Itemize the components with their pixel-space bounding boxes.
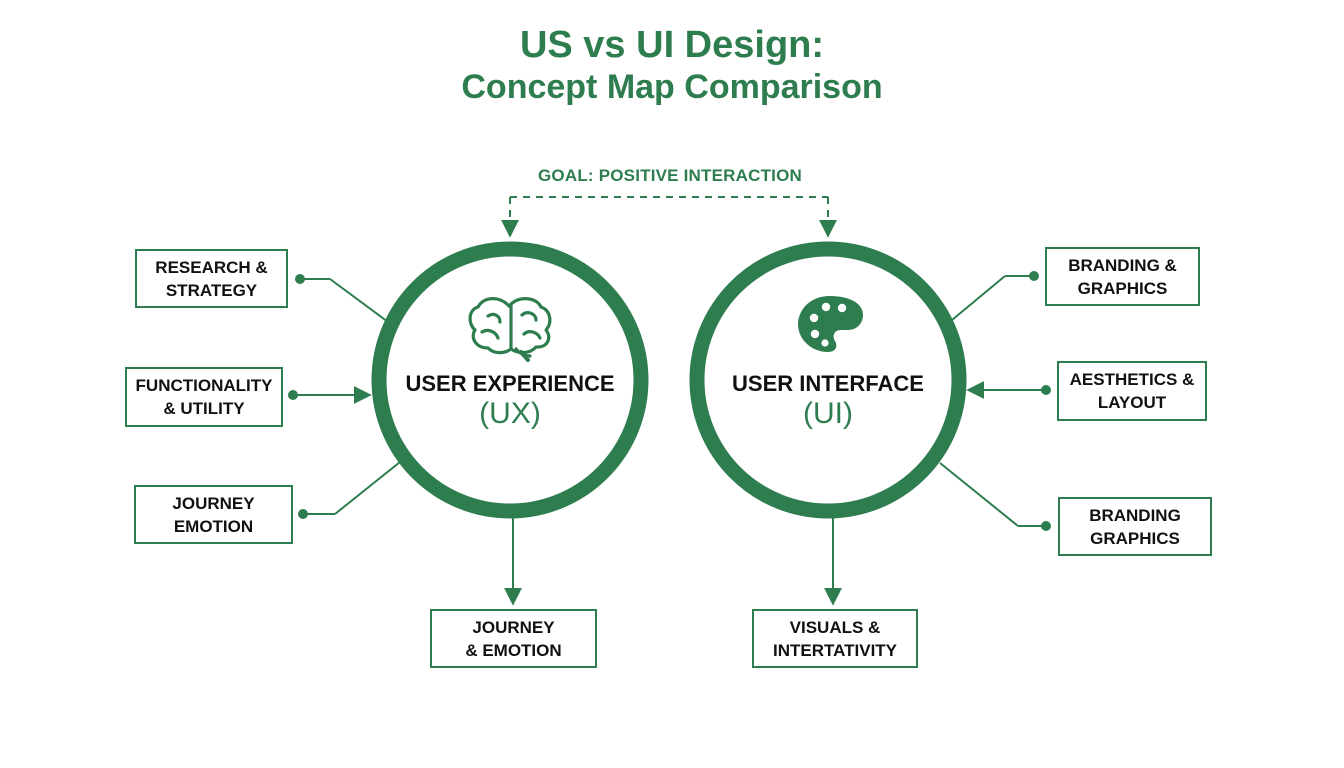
goal-label: GOAL: POSITIVE INTERACTION <box>538 166 802 185</box>
ui-connector-branding <box>951 271 1039 321</box>
ux-connector-functionality <box>288 386 372 404</box>
ui-abbr: (UI) <box>803 397 853 430</box>
page-title: US vs UI Design: <box>519 24 825 66</box>
ux-title: USER EXPERIENCE <box>405 371 615 396</box>
ux-concept-research: RESEARCH & STRATEGY <box>135 249 288 308</box>
ux-connector-research <box>295 274 389 323</box>
ui-concept-aesthetics: AESTHETICS & LAYOUT <box>1057 361 1207 421</box>
ux-circle <box>371 241 649 519</box>
brain-icon <box>468 297 552 362</box>
ux-concept-bottom: JOURNEY & EMOTION <box>430 609 597 668</box>
ux-concept-functionality: FUNCTIONALITY & UTILITY <box>125 367 283 427</box>
ui-concept-branding: BRANDING & GRAPHICS <box>1045 247 1200 306</box>
ui-label: USER INTERFACE (UI) <box>710 371 946 431</box>
palette-icon <box>798 296 863 352</box>
ux-connector-journey <box>298 461 401 519</box>
ui-circle <box>689 241 967 519</box>
ui-concept-branding-graphics: BRANDING GRAPHICS <box>1058 497 1212 556</box>
goal-connector <box>501 196 837 238</box>
ux-label: USER EXPERIENCE (UX) <box>392 371 628 431</box>
page-subtitle: Concept Map Comparison <box>461 68 883 106</box>
ux-abbr: (UX) <box>479 397 541 430</box>
ui-concept-bottom: VISUALS & INTERTATIVITY <box>752 609 918 668</box>
ux-concept-journey: JOURNEY EMOTION <box>134 485 293 544</box>
ui-title: USER INTERFACE <box>732 371 924 396</box>
ui-connector-branding-graphics <box>939 462 1051 531</box>
ui-connector-aesthetics <box>966 381 1051 399</box>
